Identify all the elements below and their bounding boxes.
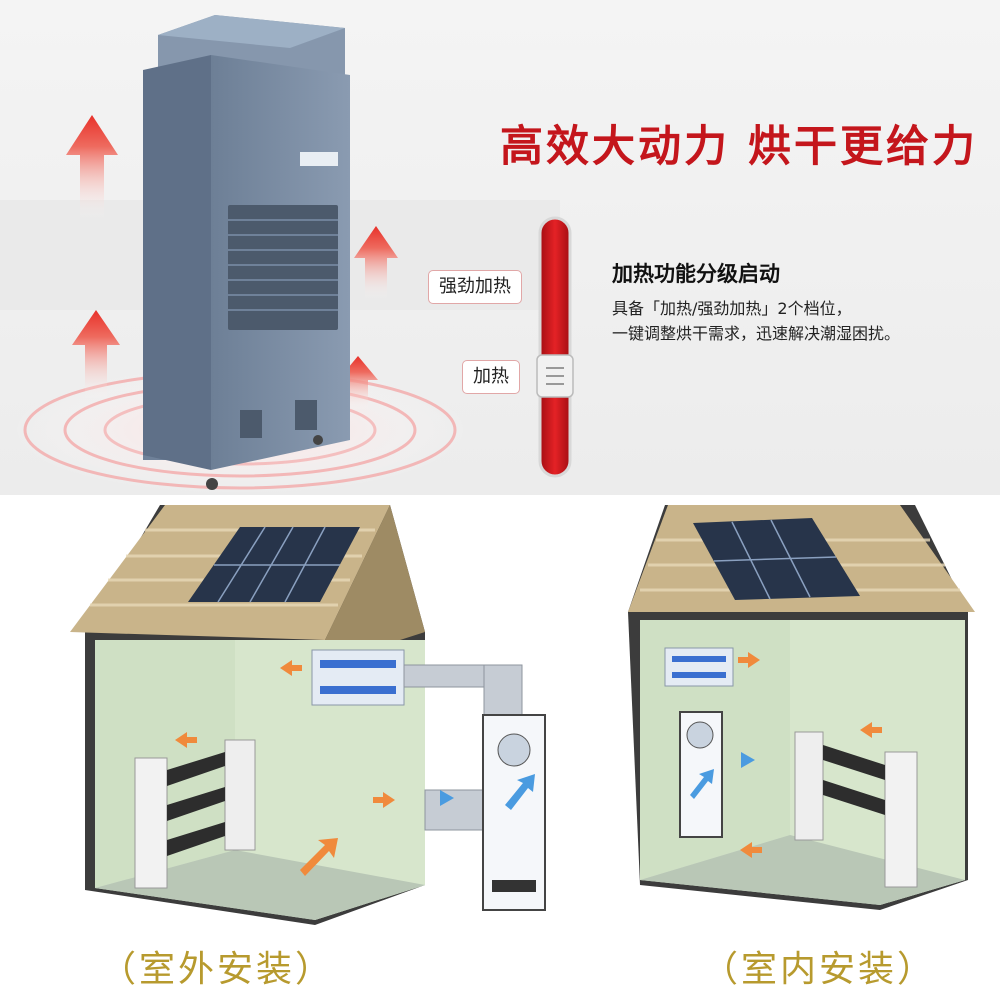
heating-level-bar — [536, 216, 574, 478]
feature-description-line: 一键调整烘干需求，迅速解决潮湿困扰。 — [612, 324, 901, 343]
control-panel — [300, 152, 338, 166]
airflow-arrow-icon — [738, 652, 882, 858]
rack-icon — [794, 731, 918, 888]
indoor-air-unit — [311, 649, 405, 706]
feature-description: 具备「加热/强劲加热」2个档位， 一键调整烘干需求，迅速解决潮湿困扰。 — [612, 296, 900, 346]
outdoor-house — [70, 505, 425, 925]
cool-airflow-icon — [440, 774, 535, 810]
rack-icon — [134, 739, 256, 889]
indoor-house — [628, 505, 975, 910]
feature-description-line: 具备「加热/强劲加热」2个档位， — [612, 299, 852, 318]
solar-panel-icon — [693, 518, 860, 600]
heating-tag: 加热 — [462, 360, 520, 394]
feature-title: 加热功能分级启动 — [612, 262, 780, 286]
airflow-arrow-icon — [175, 660, 395, 876]
strong-heating-tag: 强劲加热 — [428, 270, 522, 304]
indoor-installation-caption: （室内安装） — [702, 949, 937, 990]
dehumidifier-unit — [143, 15, 350, 490]
outdoor-installation-caption: （室外安装） — [100, 949, 335, 990]
headline: 高效大动力 烘干更给力 — [500, 122, 978, 172]
solar-panel-icon — [188, 526, 360, 603]
cool-airflow-icon — [690, 752, 755, 799]
outdoor-duct-and-unit — [403, 664, 546, 911]
intake-grille — [228, 205, 338, 330]
